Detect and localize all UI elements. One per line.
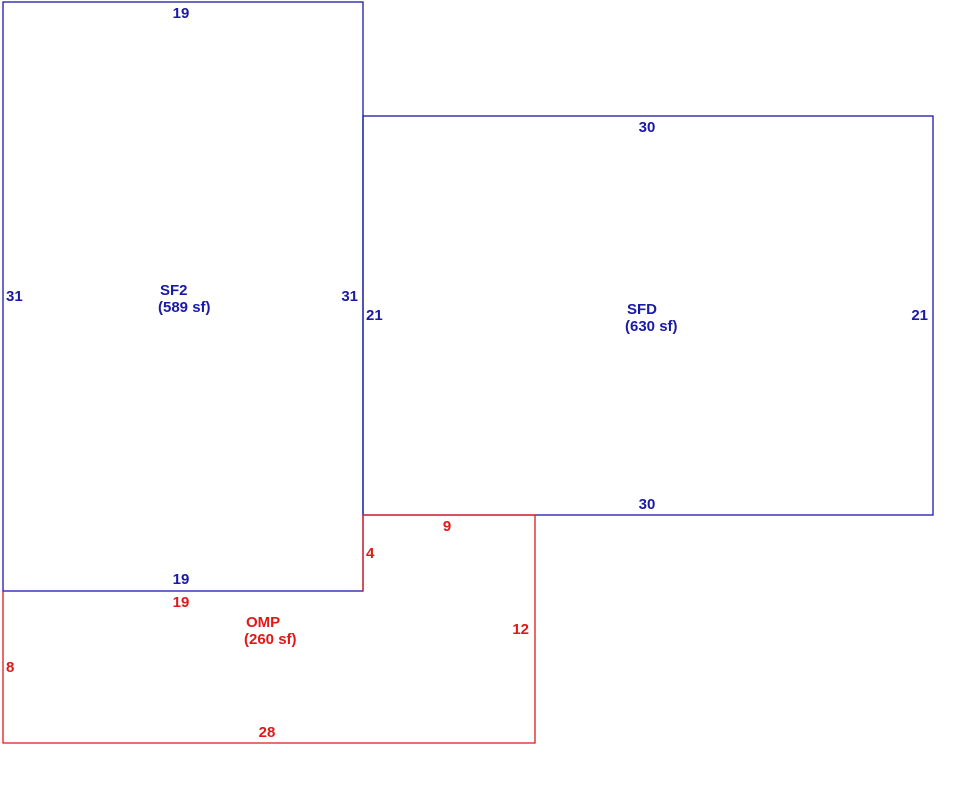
- omp-name-label: OMP: [246, 614, 280, 631]
- omp-dim-top-long: 19: [173, 594, 190, 611]
- sf2-dim-top: 19: [173, 5, 190, 22]
- area-sf2: 19 19 31 31 SF2 (589 sf): [2, 1, 364, 592]
- sf2-dim-left: 31: [6, 288, 23, 305]
- omp-dim-notch: 4: [366, 545, 375, 562]
- sfd-area-label: (630 sf): [625, 318, 678, 335]
- omp-dim-right: 12: [512, 621, 529, 638]
- sfd-dim-right: 21: [911, 307, 928, 324]
- omp-dim-left: 8: [6, 659, 14, 676]
- omp-dim-top-short: 9: [443, 518, 451, 535]
- area-omp: 9 19 4 8 12 28 OMP (260 sf): [2, 514, 536, 744]
- sfd-dim-top: 30: [639, 119, 656, 136]
- sfd-dim-bottom: 30: [639, 496, 656, 513]
- omp-dim-bottom: 28: [259, 724, 276, 741]
- omp-outline: [2, 514, 536, 744]
- omp-area-label: (260 sf): [244, 631, 297, 648]
- sfd-name-label: SFD: [627, 301, 657, 318]
- sf2-name-label: SF2: [160, 282, 188, 299]
- sf2-area-label: (589 sf): [158, 299, 211, 316]
- sfd-outline: [362, 115, 934, 516]
- sf2-dim-bottom: 19: [173, 571, 190, 588]
- sf2-dim-right: 31: [341, 288, 358, 305]
- area-sfd: 30 30 21 21 SFD (630 sf): [362, 115, 934, 516]
- sfd-dim-left: 21: [366, 307, 383, 324]
